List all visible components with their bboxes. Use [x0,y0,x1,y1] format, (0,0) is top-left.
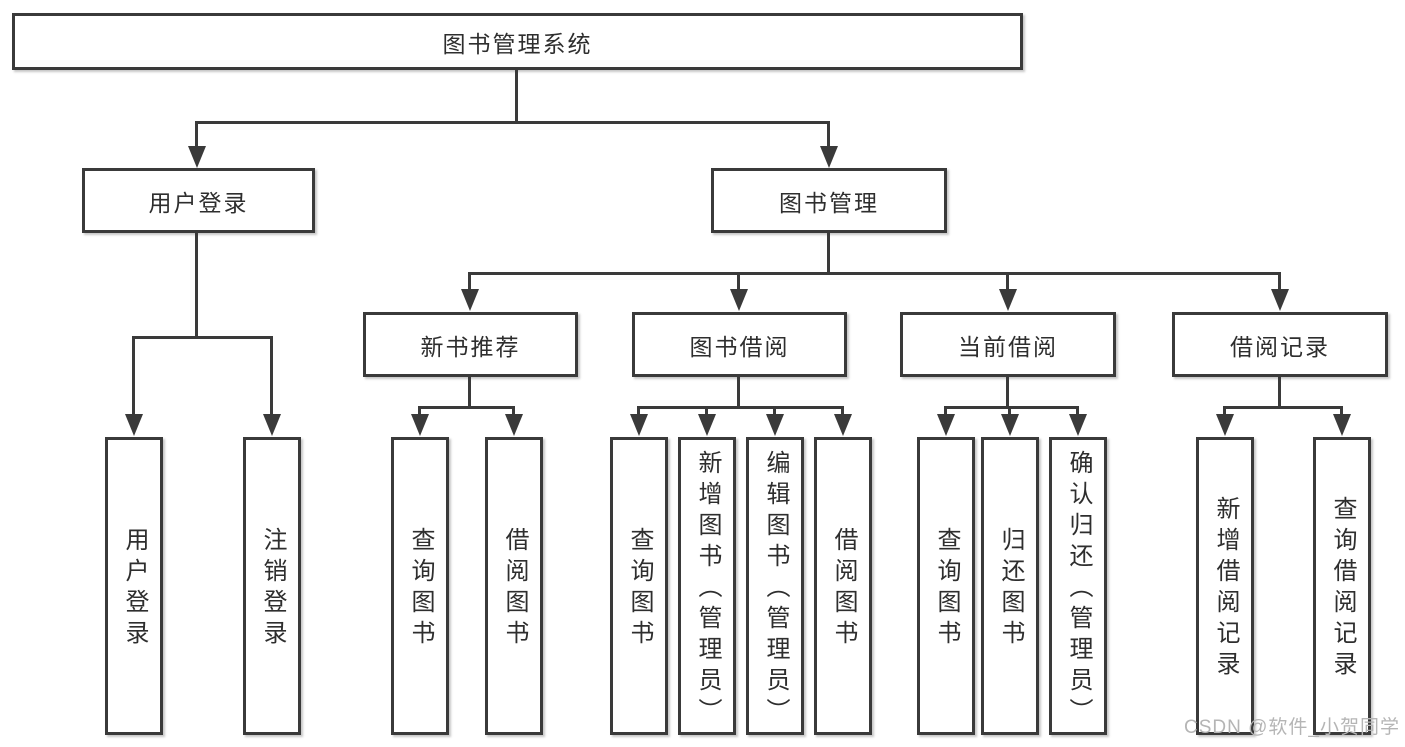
arrowhead-g3-leaf1 [937,414,955,436]
arrowhead-new-book [461,289,479,311]
connector-g3-vertical [1006,376,1009,406]
arrowhead-g2-leaf1 [630,414,648,436]
arrowhead-g3-leaf3 [1069,414,1087,436]
arrowhead-current-borrow [999,289,1017,311]
node-book-borrowing: 图书借阅 [632,312,847,377]
connector-borrow-records-stem [1278,272,1281,289]
connector-g4-horizontal [1223,406,1343,409]
arrowhead-borrow-records [1271,289,1289,311]
leaf-return-books: 归还图书 [981,437,1039,735]
connector-login-leaf-stem [132,336,135,414]
arrowhead-g4-leaf1 [1216,414,1234,436]
connector-g4-leaf1-stem [1223,406,1226,414]
arrowhead-g1-leaf1 [411,414,429,436]
leaf-confirm-return-admin: 确认归还（管理员） [1049,437,1107,735]
node-book-management: 图书管理 [711,168,947,233]
leaf-query-borrow-record: 查询借阅记录 [1313,437,1371,735]
connector-g1-horizontal [418,406,515,409]
connector-g1-leaf1-stem [418,406,421,414]
csdn-watermark: CSDN @软件_小贺同学 [1184,717,1400,738]
connector-new-book-stem [468,272,471,289]
connector-g2-horizontal [637,406,844,409]
arrowhead-g3-leaf2 [1001,414,1019,436]
connector-book-mgmt-vertical [827,232,830,275]
leaf-borrow-books: 借阅图书 [814,437,872,735]
connector-user-login-horizontal [132,336,273,339]
connector-user-login-vertical [195,232,198,336]
connector-logout-leaf-stem [270,336,273,414]
arrowhead-user-login [188,146,206,168]
connector-root-vertical [515,69,518,121]
leaf-logout: 注销登录 [243,437,301,735]
connector-g2-leaf1-stem [637,406,640,414]
leaf-query-books-current: 查询图书 [917,437,975,735]
connector-g2-leaf3-stem [773,406,776,414]
node-user-login: 用户登录 [82,168,315,233]
leaf-query-books-recommend: 查询图书 [391,437,449,735]
connector-user-login-stem [195,121,198,146]
leaf-user-login: 用户登录 [105,437,163,735]
connector-current-borrow-stem [1006,272,1009,289]
connector-g3-leaf1-stem [944,406,947,414]
arrowhead-book-mgmt [820,146,838,168]
leaf-query-books-borrowing: 查询图书 [610,437,668,735]
connector-g3-horizontal [944,406,1079,409]
arrowhead-g1-leaf2 [505,414,523,436]
connector-g4-vertical [1278,376,1281,406]
arrowhead-logout-leaf [263,414,281,436]
leaf-add-books-admin: 新增图书（管理员） [678,437,736,735]
arrowhead-g2-leaf2 [698,414,716,436]
connector-g1-vertical [468,376,471,406]
arrowhead-g2-leaf4 [834,414,852,436]
node-borrowing-records: 借阅记录 [1172,312,1388,377]
node-current-borrowing: 当前借阅 [900,312,1116,377]
arrowhead-login-leaf [125,414,143,436]
connector-g2-leaf4-stem [841,406,844,414]
arrowhead-g4-leaf2 [1333,414,1351,436]
node-new-book-recommend: 新书推荐 [363,312,578,377]
connector-book-borrow-stem [737,272,740,289]
connector-g1-leaf2-stem [512,406,515,414]
connector-level1-horizontal [195,121,830,124]
connector-g4-leaf2-stem [1340,406,1343,414]
connector-book-mgmt-stem [827,121,830,146]
connector-level2-horizontal [468,272,1281,275]
arrowhead-book-borrow [730,289,748,311]
connector-g2-leaf2-stem [705,406,708,414]
leaf-borrow-books-recommend: 借阅图书 [485,437,543,735]
node-root-library-system: 图书管理系统 [12,13,1023,70]
leaf-add-borrow-record: 新增借阅记录 [1196,437,1254,735]
connector-g3-leaf3-stem [1076,406,1079,414]
connector-g3-leaf2-stem [1008,406,1011,414]
connector-g2-vertical [737,376,740,406]
leaf-edit-books-admin: 编辑图书（管理员） [746,437,804,735]
arrowhead-g2-leaf3 [766,414,784,436]
